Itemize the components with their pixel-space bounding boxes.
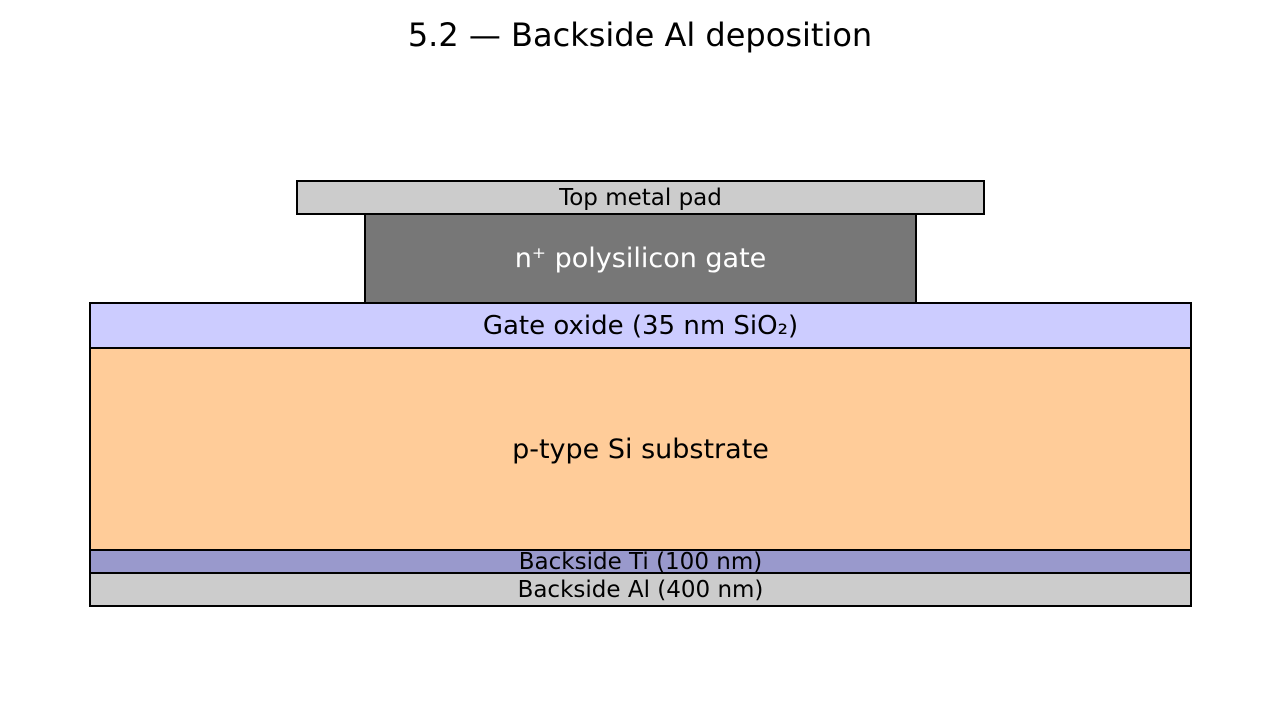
backside-al-label: Backside Al (400 nm) (517, 576, 764, 603)
polysilicon-gate-label: n⁺ polysilicon gate (514, 243, 767, 274)
backside-ti-label: Backside Ti (100 nm) (518, 548, 763, 575)
substrate-layer: p-type Si substrate (89, 347, 1192, 552)
top-metal-pad-label: Top metal pad (559, 184, 722, 211)
substrate-label: p-type Si substrate (512, 434, 769, 465)
top-metal-pad-layer: Top metal pad (296, 180, 985, 215)
backside-ti-layer: Backside Ti (100 nm) (89, 548, 1192, 575)
diagram-title: 5.2 — Backside Al deposition (407, 16, 873, 54)
gate-oxide-layer: Gate oxide (35 nm SiO₂) (89, 302, 1192, 349)
polysilicon-gate-layer: n⁺ polysilicon gate (364, 213, 917, 304)
backside-al-layer: Backside Al (400 nm) (89, 572, 1192, 607)
gate-oxide-label: Gate oxide (35 nm SiO₂) (482, 310, 799, 341)
